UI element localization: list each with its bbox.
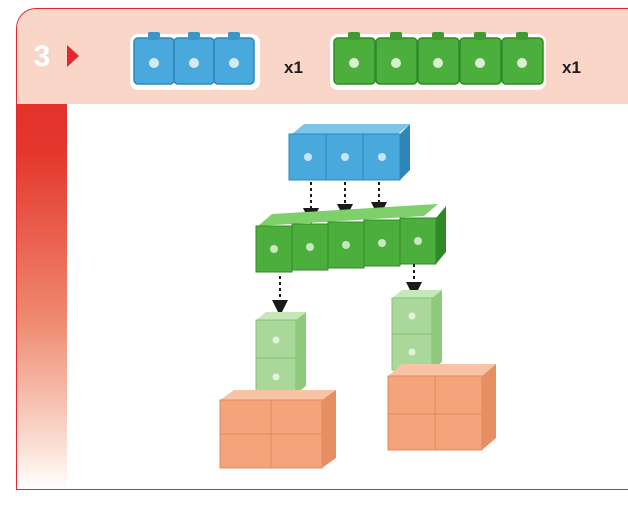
orange-block-right <box>387 364 496 451</box>
blue-bar <box>288 124 410 181</box>
orange-block-left <box>219 390 336 469</box>
green-5-cube-part <box>330 32 546 90</box>
light-green-column-left <box>255 312 306 395</box>
step-arrow-icon <box>67 45 79 67</box>
green-bar <box>255 204 446 273</box>
green-part-quantity: x1 <box>562 58 581 77</box>
blue-3-cube-part <box>130 32 260 90</box>
step-number: 3 <box>33 39 51 73</box>
light-green-column-right <box>391 290 442 371</box>
blue-part-quantity: x1 <box>284 58 303 77</box>
